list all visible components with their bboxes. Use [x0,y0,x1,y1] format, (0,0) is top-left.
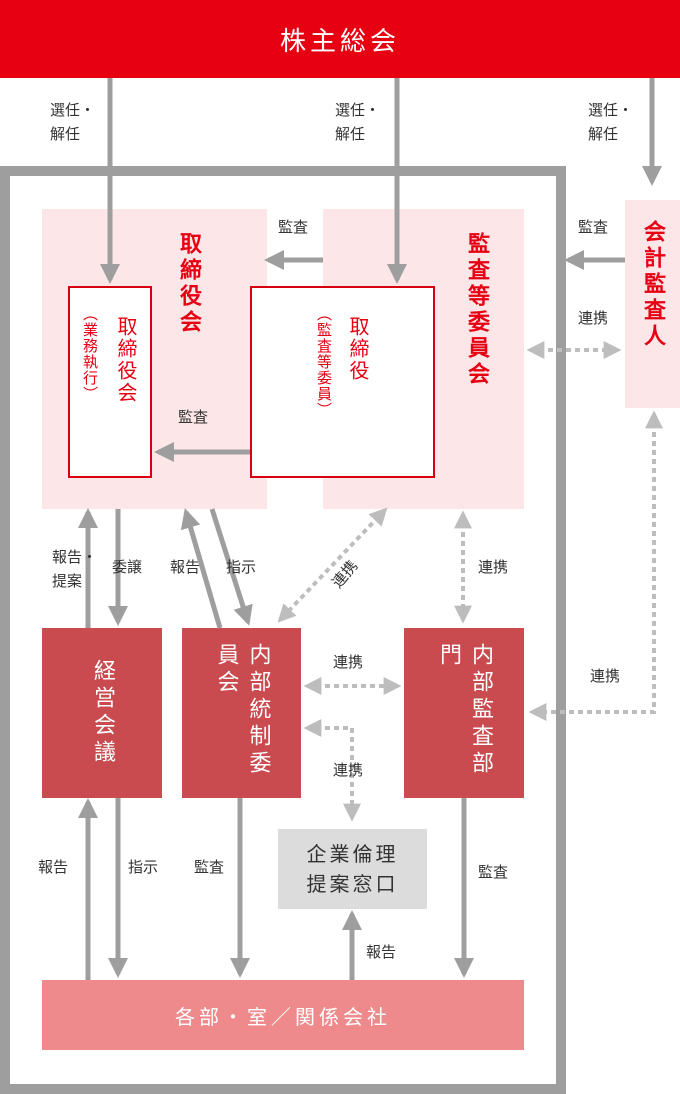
departments-affiliates-label: 各部・室／関係会社 [175,1004,391,1029]
label-report-proposal: 報告・ 提案 [52,548,98,590]
board-executive-label: 取締役会 [114,316,138,404]
board-executive-sub: （業務執行） [81,306,99,402]
accounting-auditor-box [625,200,680,408]
internal-audit-department-label: 内部監査部門 [436,643,493,778]
board-of-directors-title: 取締役会 [176,232,201,336]
label-audit-auditor-committee: 監査 [578,218,609,236]
accounting-auditor-title: 会計監査人 [640,220,665,350]
label-report-control-board: 報告 [170,558,201,576]
label-cooperation-auditor-internal: 連携 [590,667,621,685]
management-meeting-label: 経営会議 [90,659,115,767]
label-cooperation-committee-auditor: 連携 [578,309,609,327]
label-report-depts-ethics: 報告 [366,943,397,961]
label-instruction-mgmt-depts: 指示 [128,858,159,876]
internal-control-committee-box: 内部統制委員会 [182,628,301,798]
cooperation-auditor-internal [528,410,663,721]
audit-committee-director-label: 取締役 [346,316,370,382]
ethics-line-2: 提案窓口 [306,872,399,896]
shareholders-meeting-label: 株主総会 [279,26,400,57]
label-audit-internal-depts: 監査 [478,863,509,881]
label-cooperation-control-internal: 連携 [333,653,364,671]
internal-audit-department-box: 内部監査部門 [404,628,524,798]
label-audit-committee-board: 監査 [278,218,309,236]
label-audit-control-depts: 監査 [194,858,225,876]
label-cooperation-control-ethics: 連携 [333,761,364,779]
ethics-proposal-window-box: 企業倫理 提案窓口 [278,829,427,909]
shareholders-meeting: 株主総会 [0,0,680,78]
audit-committee-director-sub: （監査等委員） [315,306,333,418]
label-instruction-board-control: 指示 [226,558,257,576]
label-cooperation-committee-internal: 連携 [478,558,509,576]
cooperation-control-ethics [303,719,361,822]
internal-control-committee-label: 内部統制委員会 [213,643,271,778]
label-audit-director-exec: 監査 [178,408,209,426]
label-delegation: 委譲 [112,558,143,576]
management-meeting-box: 経営会議 [42,628,162,798]
label-elect-dismiss-accounting-auditor: 選任・ 解任 [588,101,634,143]
audit-committee-title: 監査等委員会 [464,232,489,388]
label-elect-dismiss-audit-committee: 選任・ 解任 [335,101,381,143]
cooperation-committee-control [277,507,388,623]
instruction-arrow-board-to-control [209,508,253,626]
departments-affiliates-bar: 各部・室／関係会社 [42,980,524,1050]
label-report-depts-mgmt: 報告 [38,858,69,876]
label-elect-dismiss-board: 選任・ 解任 [50,101,96,143]
audit-committee-director-box: 取締役 （監査等委員） [250,286,435,478]
board-executive-box: 取締役会 （業務執行） [68,286,152,478]
report-arrow-control-to-board [180,508,223,629]
ethics-line-1: 企業倫理 [306,842,399,866]
